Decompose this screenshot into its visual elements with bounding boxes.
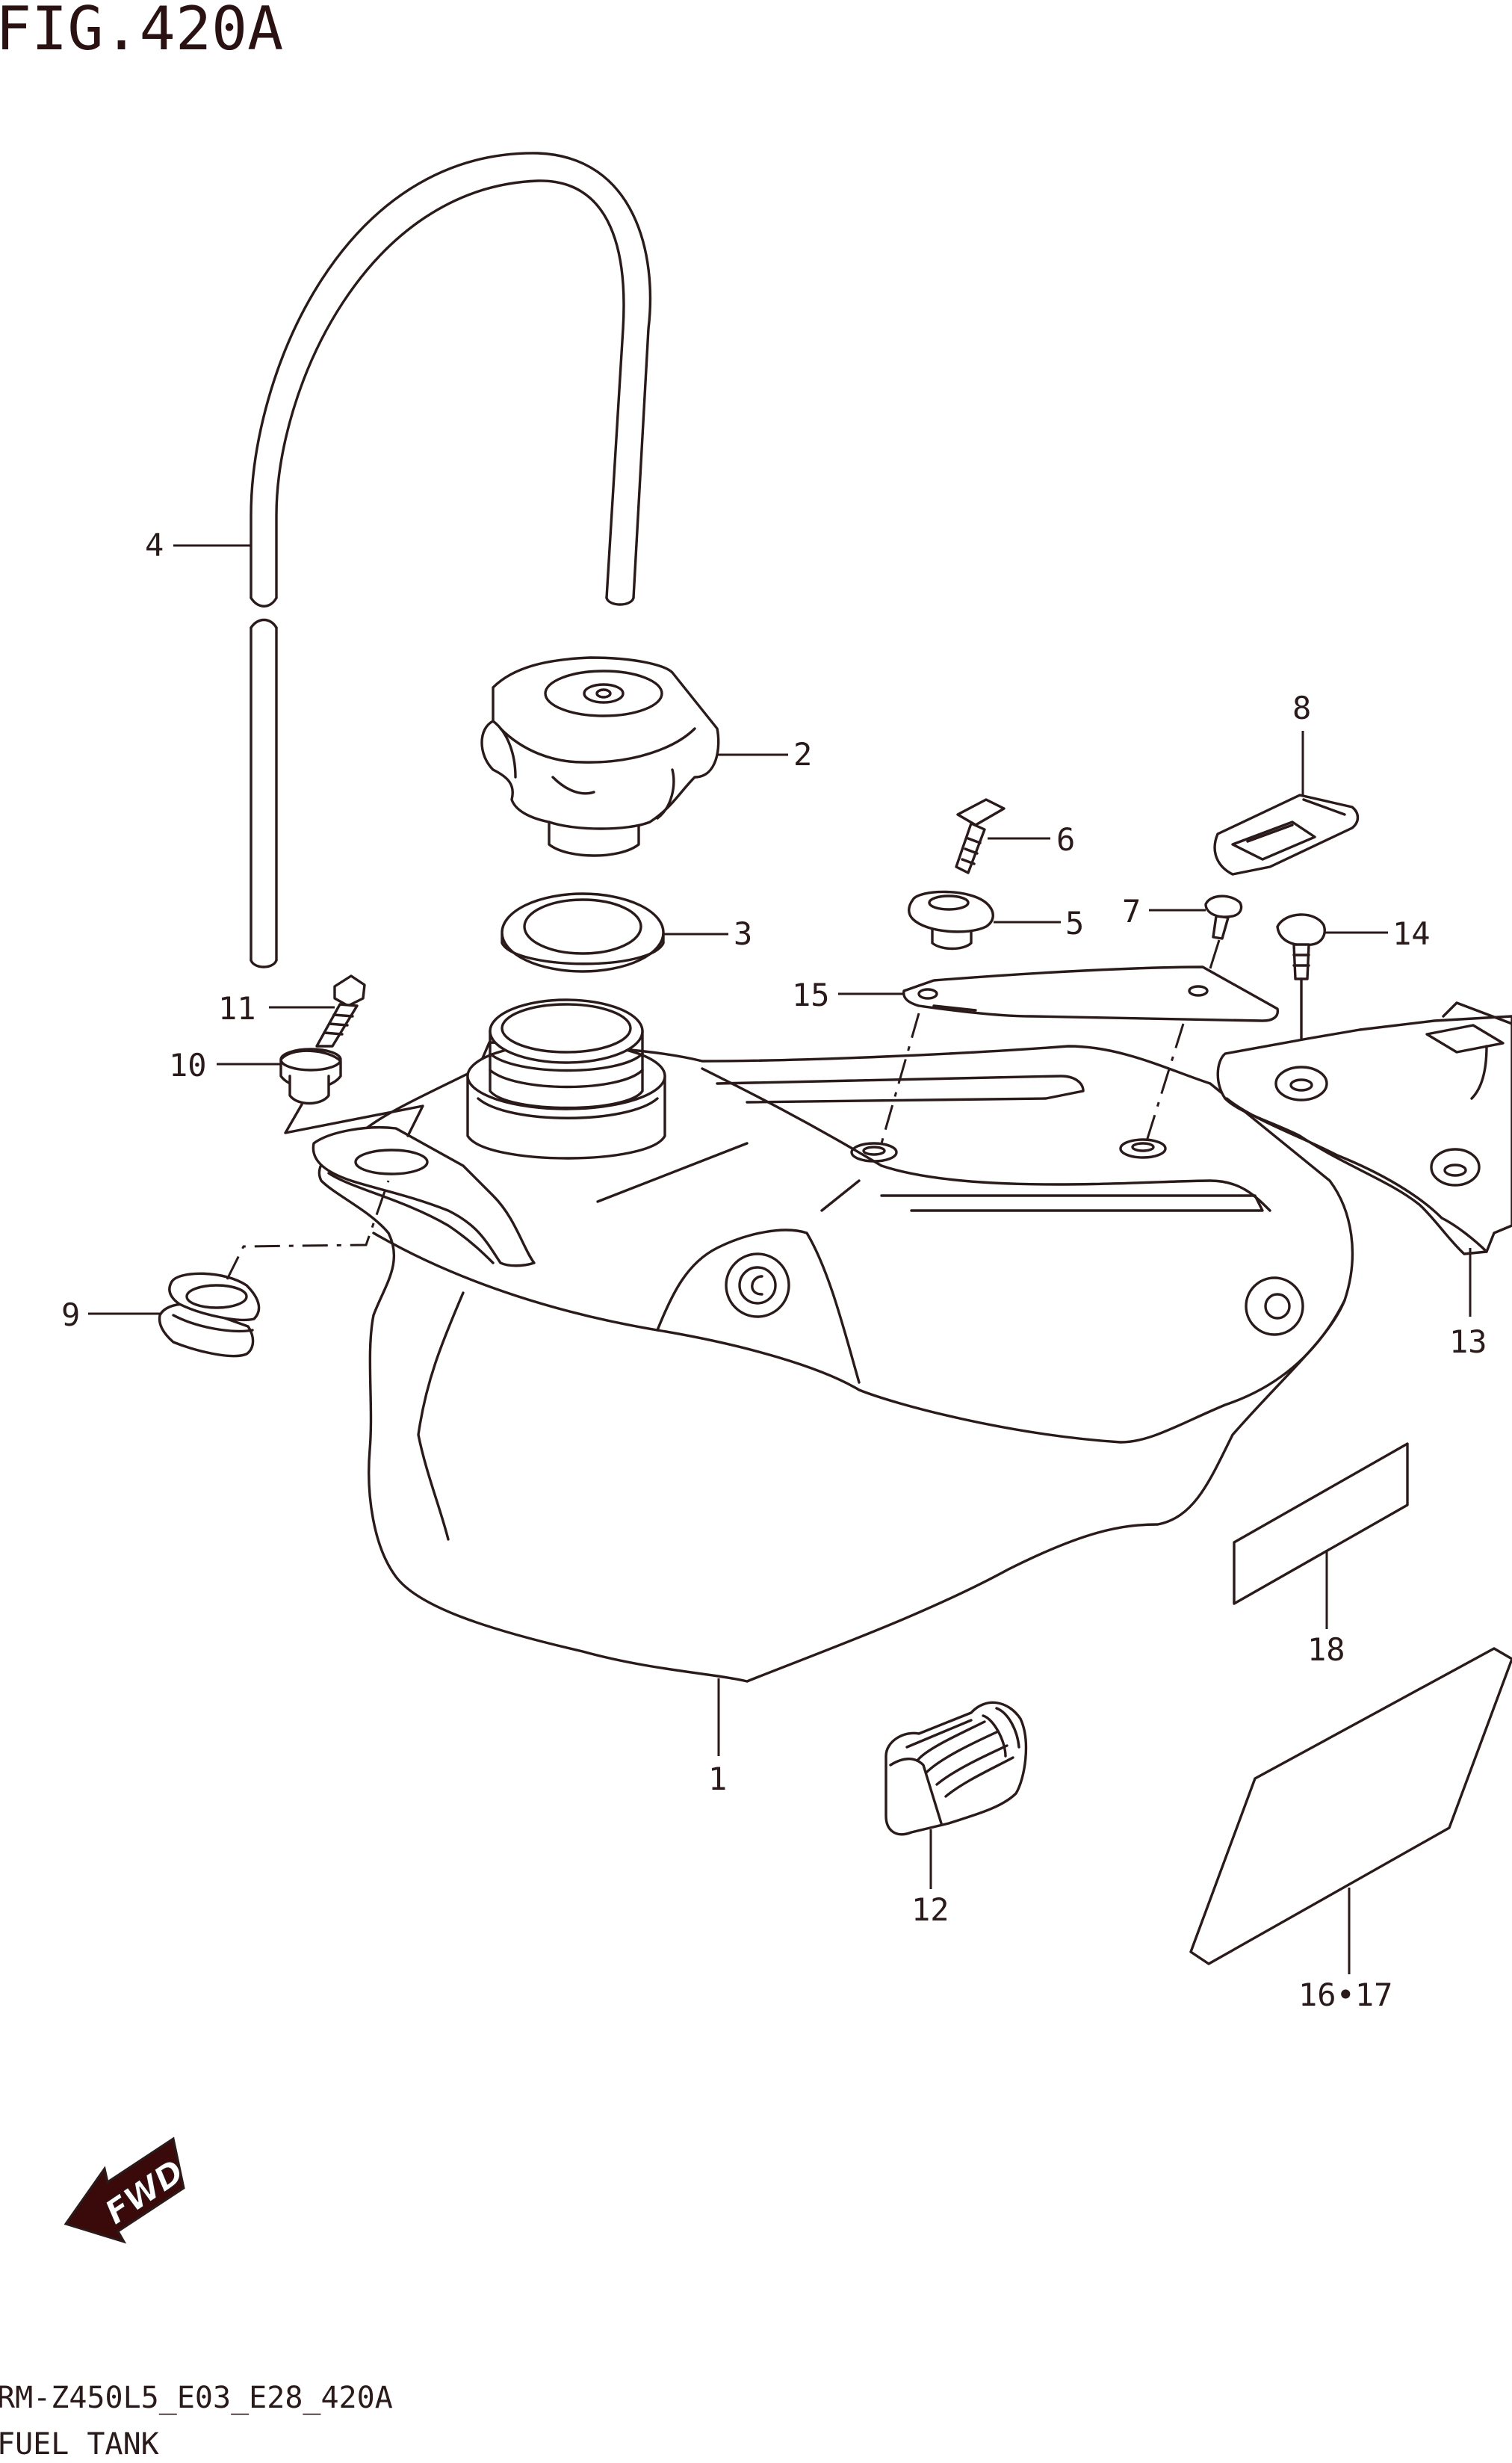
callout-1[interactable]: 1 xyxy=(708,1761,727,1797)
callout-10[interactable]: 10 xyxy=(169,1047,207,1084)
section-name: FUEL TANK xyxy=(0,2427,159,2462)
callout-12[interactable]: 12 xyxy=(911,1891,949,1928)
callout-18[interactable]: 18 xyxy=(1307,1631,1345,1668)
part-13-bracket[interactable] xyxy=(1216,1001,1512,1255)
assembly-line-9 xyxy=(226,1180,390,1280)
callout-2[interactable]: 2 xyxy=(793,736,812,773)
assembly-wedge-10 xyxy=(284,1103,424,1137)
callout-4[interactable]: 4 xyxy=(145,527,164,563)
part-8-clip[interactable] xyxy=(1213,794,1360,876)
part-15-plate[interactable] xyxy=(902,965,1280,1022)
part-16-17-decal[interactable] xyxy=(1189,1647,1512,1965)
assembly-line-15b xyxy=(1144,1023,1185,1144)
callout-14[interactable]: 14 xyxy=(1392,915,1431,952)
part-18-label[interactable] xyxy=(1233,1442,1409,1605)
callout-6[interactable]: 6 xyxy=(1056,821,1075,858)
part-14-screw[interactable] xyxy=(1276,913,1326,980)
callout-13[interactable]: 13 xyxy=(1449,1323,1487,1360)
part-2-fuel-cap[interactable] xyxy=(480,656,720,857)
assembly-line-15a xyxy=(880,1013,920,1144)
part-3-gasket[interactable] xyxy=(501,892,665,973)
callout-16-17[interactable]: 16•17 xyxy=(1298,1977,1392,2013)
callout-5[interactable]: 5 xyxy=(1065,905,1084,942)
part-1-fuel-tank[interactable] xyxy=(312,998,1354,1683)
callout-9[interactable]: 9 xyxy=(61,1297,80,1333)
callout-11[interactable]: 11 xyxy=(218,990,256,1027)
model-code: RM-Z450L5_E03_E28_420A xyxy=(0,2381,393,2415)
callout-15[interactable]: 15 xyxy=(792,977,830,1013)
fwd-arrow-icon: FWD xyxy=(63,2136,191,2244)
callout-3[interactable]: 3 xyxy=(734,915,752,952)
part-6-screw[interactable] xyxy=(955,798,1006,874)
part-5-grommet[interactable] xyxy=(908,890,994,951)
callout-8[interactable]: 8 xyxy=(1292,690,1311,726)
assembly-line-7 xyxy=(1209,939,1221,969)
part-9-cushion[interactable] xyxy=(158,1272,261,1358)
callout-7[interactable]: 7 xyxy=(1122,893,1141,930)
part-10-collar[interactable] xyxy=(279,1048,342,1105)
part-4-breather-hose[interactable] xyxy=(250,152,652,968)
figure-title: FIG.420A xyxy=(0,0,283,64)
part-7-screw[interactable] xyxy=(1204,894,1243,940)
part-12-rubber-cover[interactable] xyxy=(884,1701,1028,1836)
part-11-bolt[interactable] xyxy=(315,974,366,1048)
